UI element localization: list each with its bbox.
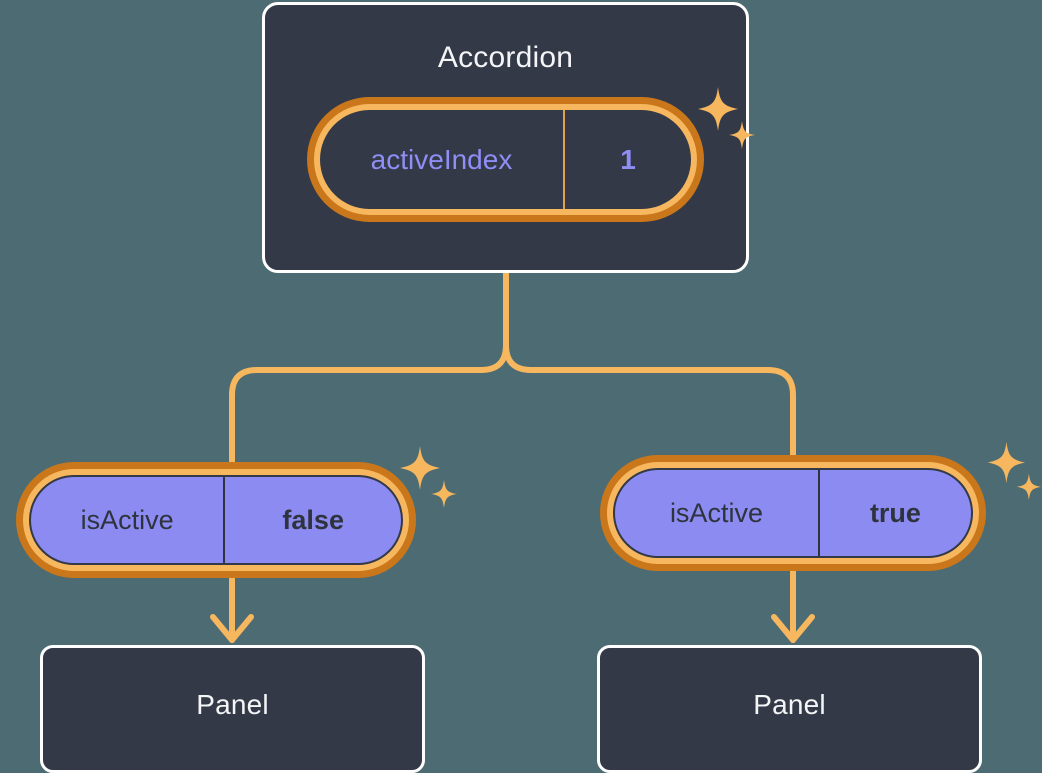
state-pill-highlight-ring: activeIndex 1	[314, 104, 697, 215]
arrow-left-pill-to-panel	[210, 575, 254, 643]
state-pill-is-active-true[interactable]: isActive true	[600, 455, 986, 571]
state-key-is-active-left: isActive	[80, 504, 174, 535]
connector-root-to-right	[503, 342, 796, 458]
component-card-panel-left[interactable]: Panel	[40, 645, 425, 773]
arrow-right-pill-to-panel	[771, 568, 815, 643]
state-pill-divider	[563, 110, 565, 209]
state-pill-body: isActive true	[613, 468, 973, 558]
state-pill-body: activeIndex 1	[320, 110, 691, 209]
state-pill-highlight-ring: isActive true	[607, 462, 979, 564]
component-card-panel-right[interactable]: Panel	[597, 645, 982, 773]
state-value-is-active-right: true	[869, 497, 921, 528]
state-pill-is-active-false[interactable]: isActive false	[16, 462, 416, 578]
state-pill-divider	[223, 477, 226, 563]
state-key-is-active-right: isActive	[669, 497, 763, 528]
component-title-panel-left: Panel	[196, 689, 269, 720]
state-value-active-index: 1	[620, 143, 636, 175]
state-pill-divider	[817, 470, 820, 556]
state-key-active-index: activeIndex	[370, 143, 513, 175]
component-title-accordion: Accordion	[437, 41, 574, 74]
state-pill-body: isActive false	[29, 475, 403, 565]
state-pill-active-index[interactable]: activeIndex 1	[307, 97, 704, 222]
component-title-panel-right: Panel	[753, 689, 826, 720]
sparkle-icon	[987, 441, 1042, 500]
connector-root-to-left	[229, 270, 509, 465]
state-value-is-active-left: false	[282, 504, 344, 535]
state-pill-highlight-ring: isActive false	[23, 469, 409, 571]
